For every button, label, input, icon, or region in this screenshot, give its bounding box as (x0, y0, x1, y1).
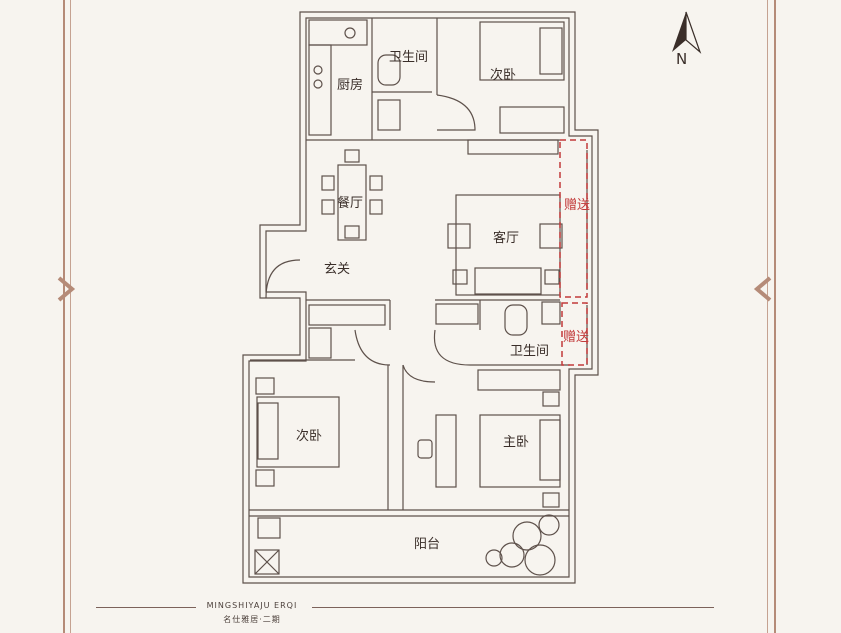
frame-line-left-outer (63, 0, 65, 633)
door-swing (433, 329, 471, 366)
room-label-bathroom-top: 卫生间 (389, 50, 429, 65)
room-label-living: 客厅 (493, 231, 520, 246)
footer-line-right (312, 607, 714, 608)
door-swing (402, 364, 436, 383)
compass-label: N (676, 50, 688, 68)
north-arrow-icon (672, 11, 702, 54)
footer-brand-cn: 名仕雅居·二期 (223, 615, 281, 624)
room-label-dining: 餐厅 (337, 196, 364, 211)
room-label-bathroom-mid: 卫生间 (510, 344, 550, 359)
room-label-bedroom-left: 次卧 (296, 429, 323, 444)
door-swing (354, 329, 391, 366)
chevron-left-icon (753, 276, 772, 302)
room-label-bedroom-top: 次卧 (490, 68, 517, 83)
gift-label-upper: 赠送 (564, 198, 591, 213)
footer-line-left (96, 607, 196, 608)
gift-label-lower: 赠送 (563, 330, 590, 345)
frame-line-right-outer (774, 0, 776, 633)
door-swing (436, 94, 476, 131)
room-label-kitchen: 厨房 (337, 78, 364, 93)
frame-line-left-inner (70, 0, 71, 633)
room-label-master-bedroom: 主卧 (503, 435, 530, 450)
footer-brand-en: MINGSHIYAJU ERQI (206, 601, 298, 610)
door-swing (265, 259, 301, 299)
room-label-entrance: 玄关 (324, 262, 351, 277)
outer-wall (242, 11, 599, 584)
gift-area-lower (561, 302, 588, 366)
outer-wall-inner (248, 17, 593, 578)
frame-line-right-inner (767, 0, 768, 633)
gift-area-upper (559, 139, 588, 298)
chevron-right-icon (57, 276, 76, 302)
room-label-balcony: 阳台 (414, 537, 441, 552)
